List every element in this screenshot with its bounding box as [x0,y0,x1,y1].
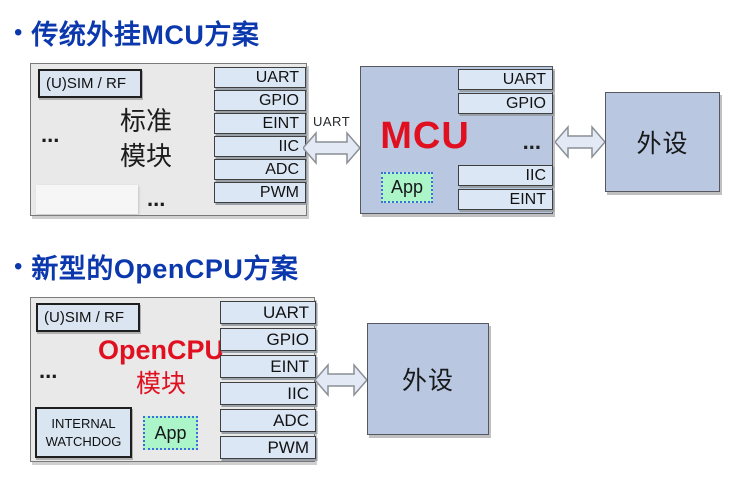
app-box: App [381,172,433,203]
section1-title: • 传统外挂MCU方案 [14,13,259,52]
port-uart: UART [458,69,553,90]
standard-module-box: (U)SIM / RF ... 标准 模块 ... UART GPIO EINT… [30,63,307,216]
opencpu-module-box: (U)SIM / RF ... OpenCPU 模块 INTERNAL WATC… [30,297,316,463]
port-adc: ADC [220,409,316,432]
module2-port-list: UART GPIO EINT IIC ADC PWM [220,301,316,463]
peripheral-box: 外设 [367,323,489,435]
section2-title: • 新型的OpenCPU方案 [14,247,298,286]
bidirectional-arrow [555,124,605,160]
faded-box [36,185,138,214]
usim-rf-label: (U)SIM / RF [46,75,126,92]
ellipsis-mcu: ... [522,129,541,154]
port-gpio: GPIO [214,90,306,111]
port-iic: IIC [458,165,553,186]
ellipsis-left: ... [41,122,60,147]
app-label: App [390,177,424,197]
peripheral-label: 外设 [401,367,454,395]
app-box: App [143,416,198,450]
mcu-port-list-bottom: IIC EINT [458,165,553,213]
module-name-line2: 模块 [119,141,172,171]
opencpu-module-name: OpenCPU 模块 [76,334,246,402]
mcu-label: MCU [380,115,470,157]
mcu-box: MCU ... UART GPIO IIC EINT App [360,66,553,214]
port-adc: ADC [214,159,306,180]
port-uart: UART [220,301,316,324]
port-gpio: GPIO [458,93,553,114]
port-iic: IIC [214,136,306,157]
port-gpio: GPIO [220,328,316,351]
usim-rf-label: (U)SIM / RF [44,309,124,326]
section2-title-text: 新型的OpenCPU方案 [31,254,299,284]
bidirectional-arrow-uart [303,130,360,166]
port-iic: IIC [220,382,316,405]
module-name-line1: OpenCPU [97,335,224,365]
section1-title-text: 传统外挂MCU方案 [31,20,260,50]
port-eint: EINT [458,189,553,210]
uart-bus-label: UART [313,114,351,129]
bullet-icon: • [14,252,23,280]
peripheral-label: 外设 [636,130,689,158]
module1-port-list: UART GPIO EINT IIC ADC PWM [214,67,306,205]
bidirectional-arrow [315,362,367,398]
standard-module-name: 标准 模块 [66,104,226,174]
port-pwm: PWM [214,182,306,203]
ellipsis-bottom: ... [147,186,166,211]
module-name-line1: 标准 [119,106,172,136]
watchdog-line1: INTERNAL [51,415,116,431]
port-eint: EINT [220,355,316,378]
port-eint: EINT [214,113,306,134]
port-pwm: PWM [220,436,316,459]
mcu-port-list-top: UART GPIO [458,69,553,117]
module-name-line2: 模块 [135,370,186,398]
usim-rf-box: (U)SIM / RF [36,303,140,332]
bullet-icon: • [14,18,23,46]
port-uart: UART [214,67,306,88]
ellipsis-left: ... [39,358,58,383]
peripheral-box: 外设 [605,92,720,192]
watchdog-line2: WATCHDOG [45,433,122,449]
usim-rf-box: (U)SIM / RF [38,69,142,98]
app-label: App [154,422,187,443]
internal-watchdog-box: INTERNAL WATCHDOG [35,407,132,458]
